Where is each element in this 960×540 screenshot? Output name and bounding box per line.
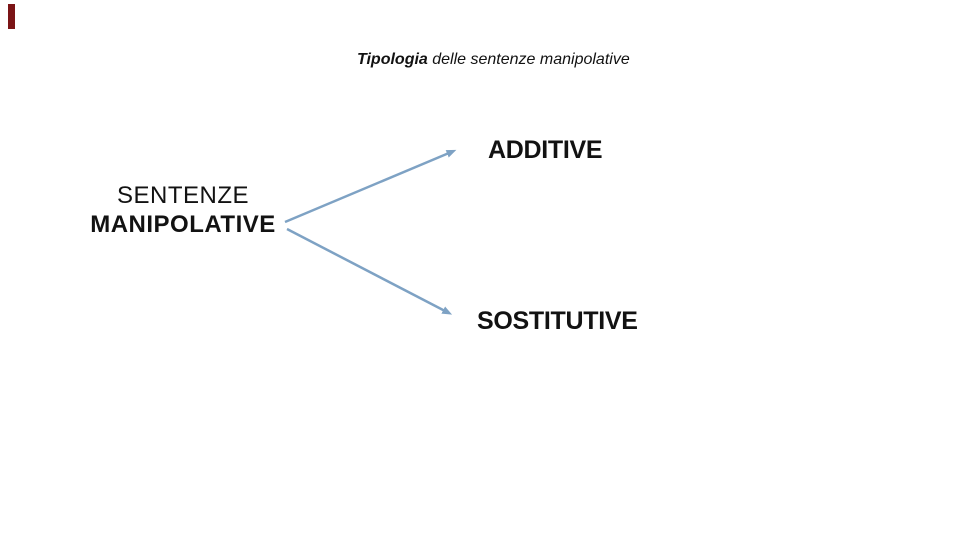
root-node-line2: MANIPOLATIVE — [90, 211, 276, 238]
corner-mark — [8, 4, 15, 29]
root-node-label: SENTENZE MANIPOLATIVE — [55, 181, 311, 239]
slide-title-emphasis: Tipologia — [357, 51, 428, 68]
branch-label-sostitutive: SOSTITUTIVE — [477, 307, 638, 335]
branch-label-additive: ADDITIVE — [488, 136, 603, 164]
slide-title-rest: delle sentenze manipolative — [427, 51, 630, 68]
arrow-to-sostitutive — [286, 227, 453, 315]
root-node-line1: SENTENZE — [116, 182, 249, 209]
slide-title: Tipologia delle sentenze manipolative — [357, 51, 630, 69]
